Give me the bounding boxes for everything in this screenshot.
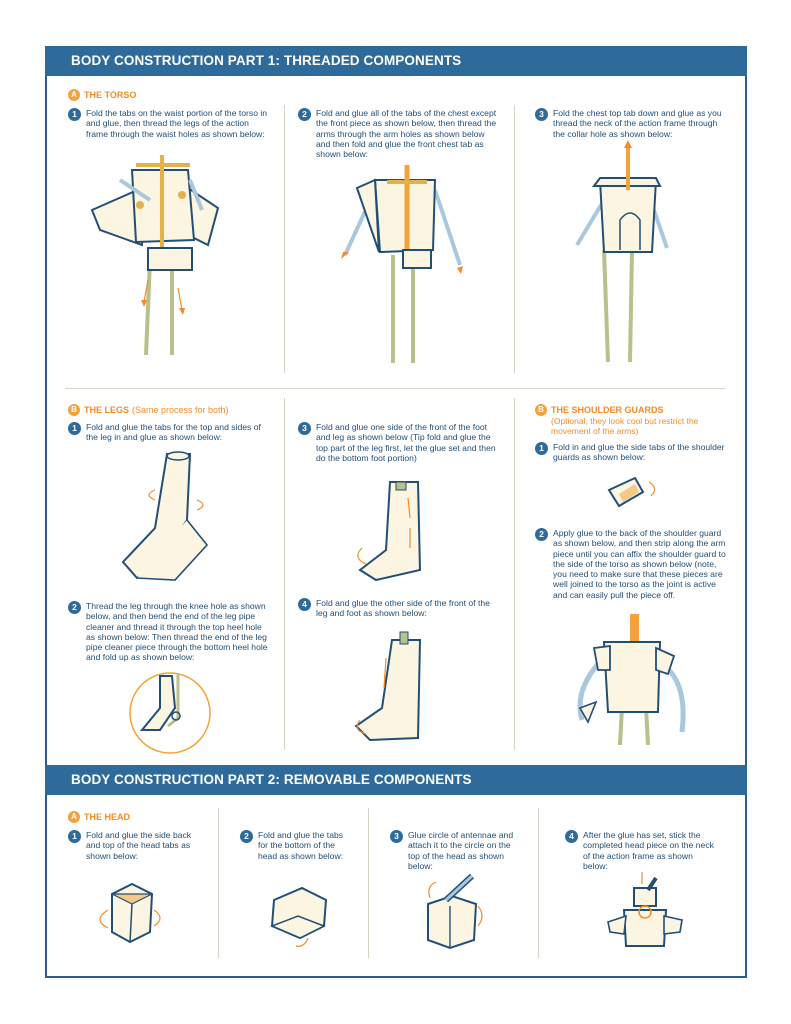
step-number: 3 [535, 108, 548, 121]
leg-illustration-3 [357, 481, 422, 582]
step-text: After the glue has set, stick the comple… [583, 830, 714, 871]
step-text: Fold the chest top tab down and glue as … [553, 108, 722, 139]
head-heading: A THE HEAD [68, 811, 130, 823]
section-letter-badge: B [68, 404, 80, 416]
step-number: 3 [390, 830, 403, 843]
shoulder-guard-illustration-1 [607, 476, 656, 508]
legs-step-1: 1 Fold and glue the tabs for the top and… [68, 422, 268, 443]
column-divider [514, 398, 515, 750]
torso-illustration-2 [341, 165, 463, 363]
shoulders-step-2: 2 Apply glue to the back of the shoulder… [535, 528, 730, 600]
shoulder-guard-illustration-2 [577, 614, 686, 746]
step-number: 2 [298, 108, 311, 121]
torso-illustration-3 [575, 140, 669, 363]
legs-heading: B THE LEGS (Same process for both) [68, 404, 229, 416]
part1-banner: BODY CONSTRUCTION PART 1: THREADED COMPO… [45, 46, 747, 76]
step-text: Apply glue to the back of the shoulder g… [553, 528, 726, 600]
torso-step-2: 2 Fold and glue all of the tabs of the c… [298, 108, 498, 159]
column-divider [284, 398, 285, 750]
step-text: Thread the leg through the knee hole as … [86, 601, 268, 663]
head-illustration-1 [99, 882, 161, 944]
head-step-4: 4 After the glue has set, stick the comp… [565, 830, 715, 871]
step-text: Fold and glue the tabs for the top and s… [86, 422, 261, 443]
part2-banner: BODY CONSTRUCTION PART 2: REMOVABLE COMP… [45, 765, 747, 795]
column-divider [514, 105, 515, 373]
head-illustration-3 [427, 873, 483, 950]
legs-heading-note: (Same process for both) [132, 405, 229, 415]
legs-step-4: 4 Fold and glue the other side of the fr… [298, 598, 498, 619]
torso-heading: A THE TORSO [68, 89, 136, 101]
legs-step-2: 2 Thread the leg through the knee hole a… [68, 601, 268, 663]
step-text: Fold and glue the side back and top of t… [86, 830, 192, 861]
shoulders-heading: B THE SHOULDER GUARDS [535, 404, 664, 416]
section-letter-badge: A [68, 89, 80, 101]
legs-heading-text: THE LEGS [84, 405, 130, 415]
torso-step-1: 1 Fold the tabs on the waist portion of … [68, 108, 268, 139]
step-number: 2 [240, 830, 253, 843]
step-number: 2 [68, 601, 81, 614]
column-divider [538, 808, 539, 958]
step-text: Fold and glue the tabs for the bottom of… [258, 830, 344, 861]
column-divider [218, 808, 219, 958]
shoulders-heading-note: (Optional, they look cool but restrict t… [551, 416, 699, 436]
step-number: 2 [535, 528, 548, 541]
step-text: Fold and glue the other side of the fron… [316, 598, 490, 619]
leg-illustration-4 [354, 631, 422, 742]
shoulders-step-1: 1 Fold in and glue the side tabs of the … [535, 442, 730, 463]
legs-step-3: 3 Fold and glue one side of the front of… [298, 422, 498, 463]
step-number: 3 [298, 422, 311, 435]
shoulders-heading-text: THE SHOULDER GUARDS [551, 405, 664, 415]
section-letter-badge: A [68, 811, 80, 823]
step-number: 4 [565, 830, 578, 843]
torso-step-3: 3 Fold the chest top tab down and glue a… [535, 108, 730, 139]
head-heading-text: THE HEAD [84, 812, 131, 822]
head-step-1: 1 Fold and glue the side back and top of… [68, 830, 198, 861]
leg-illustration-2 [129, 672, 211, 754]
head-step-3: 3 Glue circle of antennae and attach it … [390, 830, 520, 871]
column-divider [284, 105, 285, 373]
step-number: 1 [68, 830, 81, 843]
column-divider [368, 808, 369, 958]
leg-illustration-1 [121, 451, 209, 581]
step-number: 1 [68, 108, 81, 121]
torso-illustration-1 [90, 155, 220, 356]
step-number: 1 [535, 442, 548, 455]
step-text: Fold in and glue the side tabs of the sh… [553, 442, 725, 463]
head-illustration-2 [270, 886, 328, 947]
torso-heading-text: THE TORSO [84, 90, 137, 100]
step-text: Fold the tabs on the waist portion of th… [86, 108, 268, 139]
head-illustration-4 [607, 872, 683, 947]
row-divider [65, 388, 725, 389]
step-text: Fold and glue all of the tabs of the che… [316, 108, 497, 160]
step-number: 4 [298, 598, 311, 611]
section-letter-badge: B [535, 404, 547, 416]
step-text: Fold and glue one side of the front of t… [316, 422, 496, 463]
step-text: Glue circle of antennae and attach it to… [408, 830, 514, 871]
head-step-2: 2 Fold and glue the tabs for the bottom … [240, 830, 355, 861]
step-number: 1 [68, 422, 81, 435]
